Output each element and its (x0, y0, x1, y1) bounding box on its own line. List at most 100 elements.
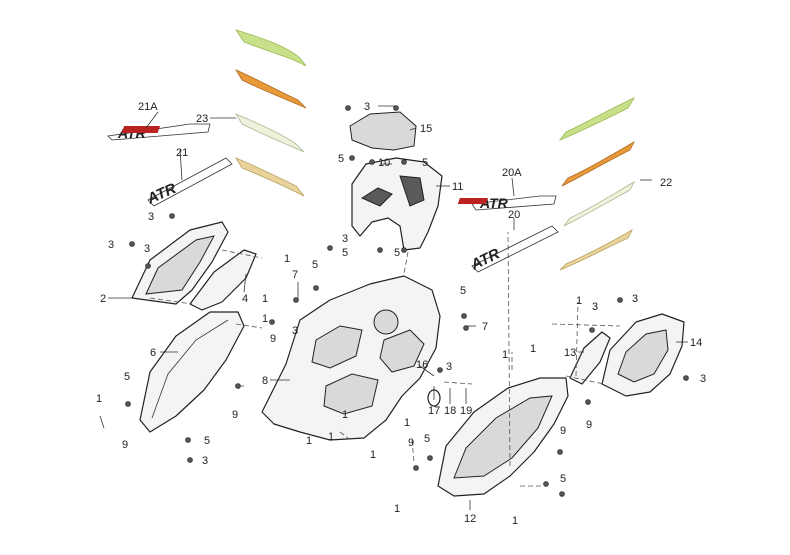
bolt-icon (401, 159, 407, 165)
label-3: 3 (108, 239, 114, 251)
label-3: 3 (148, 211, 154, 223)
label-1: 1 (576, 295, 582, 307)
label-9: 9 (560, 425, 566, 437)
label-5: 5 (204, 435, 210, 447)
label-18: 18 (444, 405, 456, 417)
label-13: 13 (564, 347, 576, 359)
label-9: 9 (232, 409, 238, 421)
label-9: 9 (586, 419, 592, 431)
label-1: 1 (342, 409, 348, 421)
label-3: 3 (364, 101, 370, 113)
bolt-icon (377, 247, 383, 253)
label-3: 3 (446, 361, 452, 373)
bolt-icon (413, 465, 419, 471)
stripe-decal-pale-r (563, 180, 635, 227)
label-5: 5 (124, 371, 130, 383)
label-9: 9 (122, 439, 128, 451)
bolt-icon (585, 399, 591, 405)
label-1: 1 (512, 515, 518, 527)
logo-text-20: ATR (467, 245, 502, 274)
stripe-decals-right (558, 97, 636, 271)
bolt-icon (269, 319, 275, 325)
part-2-inner (145, 235, 215, 295)
stripe-decals-left (235, 29, 307, 197)
part-11-inner-bracket (351, 157, 443, 251)
label-5: 5 (460, 285, 466, 297)
bolt-icon (683, 375, 689, 381)
label-3: 3 (592, 301, 598, 313)
label-1: 1 (530, 343, 536, 355)
bolt-icon (293, 297, 299, 303)
part-13-right-strip (569, 331, 611, 385)
label-7b: 7 (482, 321, 488, 333)
label-10: 10 (378, 157, 390, 169)
bolt-icon (129, 241, 135, 247)
assembly-lines (149, 231, 621, 487)
stripe-decal-pale (235, 113, 305, 153)
label-4: 4 (242, 293, 248, 305)
part-12-inner (453, 395, 553, 479)
label-5: 5 (338, 153, 344, 165)
bolt-icon (145, 263, 151, 269)
logo-decal-20a: ATR (457, 195, 557, 211)
label-9: 9 (408, 437, 414, 449)
bolt-icon (313, 285, 319, 291)
bolt-icon (345, 105, 351, 111)
label-19: 19 (460, 405, 472, 417)
label-3: 3 (202, 455, 208, 467)
label-1: 1 (262, 293, 268, 305)
fasteners (125, 105, 689, 497)
stripe-decal-tan (235, 157, 305, 197)
label-1: 1 (262, 313, 268, 325)
label-3: 3 (292, 325, 298, 337)
label-11: 11 (452, 181, 463, 193)
label-1: 1 (394, 503, 400, 515)
part-11-detail-2 (399, 175, 425, 207)
label-12: 12 (464, 513, 476, 525)
bolt-icon (185, 437, 191, 443)
stripe-decal-orange (235, 69, 307, 109)
part-8-round-port (373, 309, 399, 335)
bolt-icon (401, 247, 407, 253)
bolt-icon (461, 313, 467, 319)
bolt-icon (427, 455, 433, 461)
part-14-inner (617, 329, 669, 383)
label-5: 5 (394, 247, 400, 259)
label-8: 8 (262, 375, 268, 387)
label-1: 1 (284, 253, 290, 265)
part-11-detail (360, 187, 393, 207)
bolt-icon (169, 213, 175, 219)
logo-decal-21: ATR (144, 157, 233, 208)
label-3: 3 (342, 233, 348, 245)
stripe-decal-green-r (558, 97, 636, 141)
bolt-icon (349, 155, 355, 161)
logo-decal-20: ATR (467, 225, 559, 274)
label-14: 14 (690, 337, 702, 349)
label-23: 23 (196, 113, 208, 125)
bolt-icon (617, 297, 623, 303)
bolt-icon (589, 327, 595, 333)
bolt-icon (187, 457, 193, 463)
label-17: 17 (428, 405, 440, 417)
label-1: 1 (404, 417, 410, 429)
stripe-decal-green (235, 29, 307, 67)
bolt-icon (125, 401, 131, 407)
part-6-left-side-cover (139, 311, 245, 433)
label-1: 1 (306, 435, 312, 447)
label-1: 1 (96, 393, 102, 405)
stripe-decal-tan-r (559, 228, 633, 271)
part-6-ridge (151, 319, 229, 419)
label-5: 5 (424, 433, 430, 445)
part-8-recess-bottom (323, 373, 379, 415)
bolt-icon (463, 325, 469, 331)
label-9: 9 (270, 333, 276, 345)
label-3: 3 (700, 373, 706, 385)
stripe-decal-orange-r (561, 140, 635, 187)
label-1: 1 (328, 431, 334, 443)
label-22: 22 (660, 177, 672, 189)
label-1: 1 (370, 449, 376, 461)
part-8-recess-left (311, 325, 363, 369)
bolt-icon (437, 367, 443, 373)
